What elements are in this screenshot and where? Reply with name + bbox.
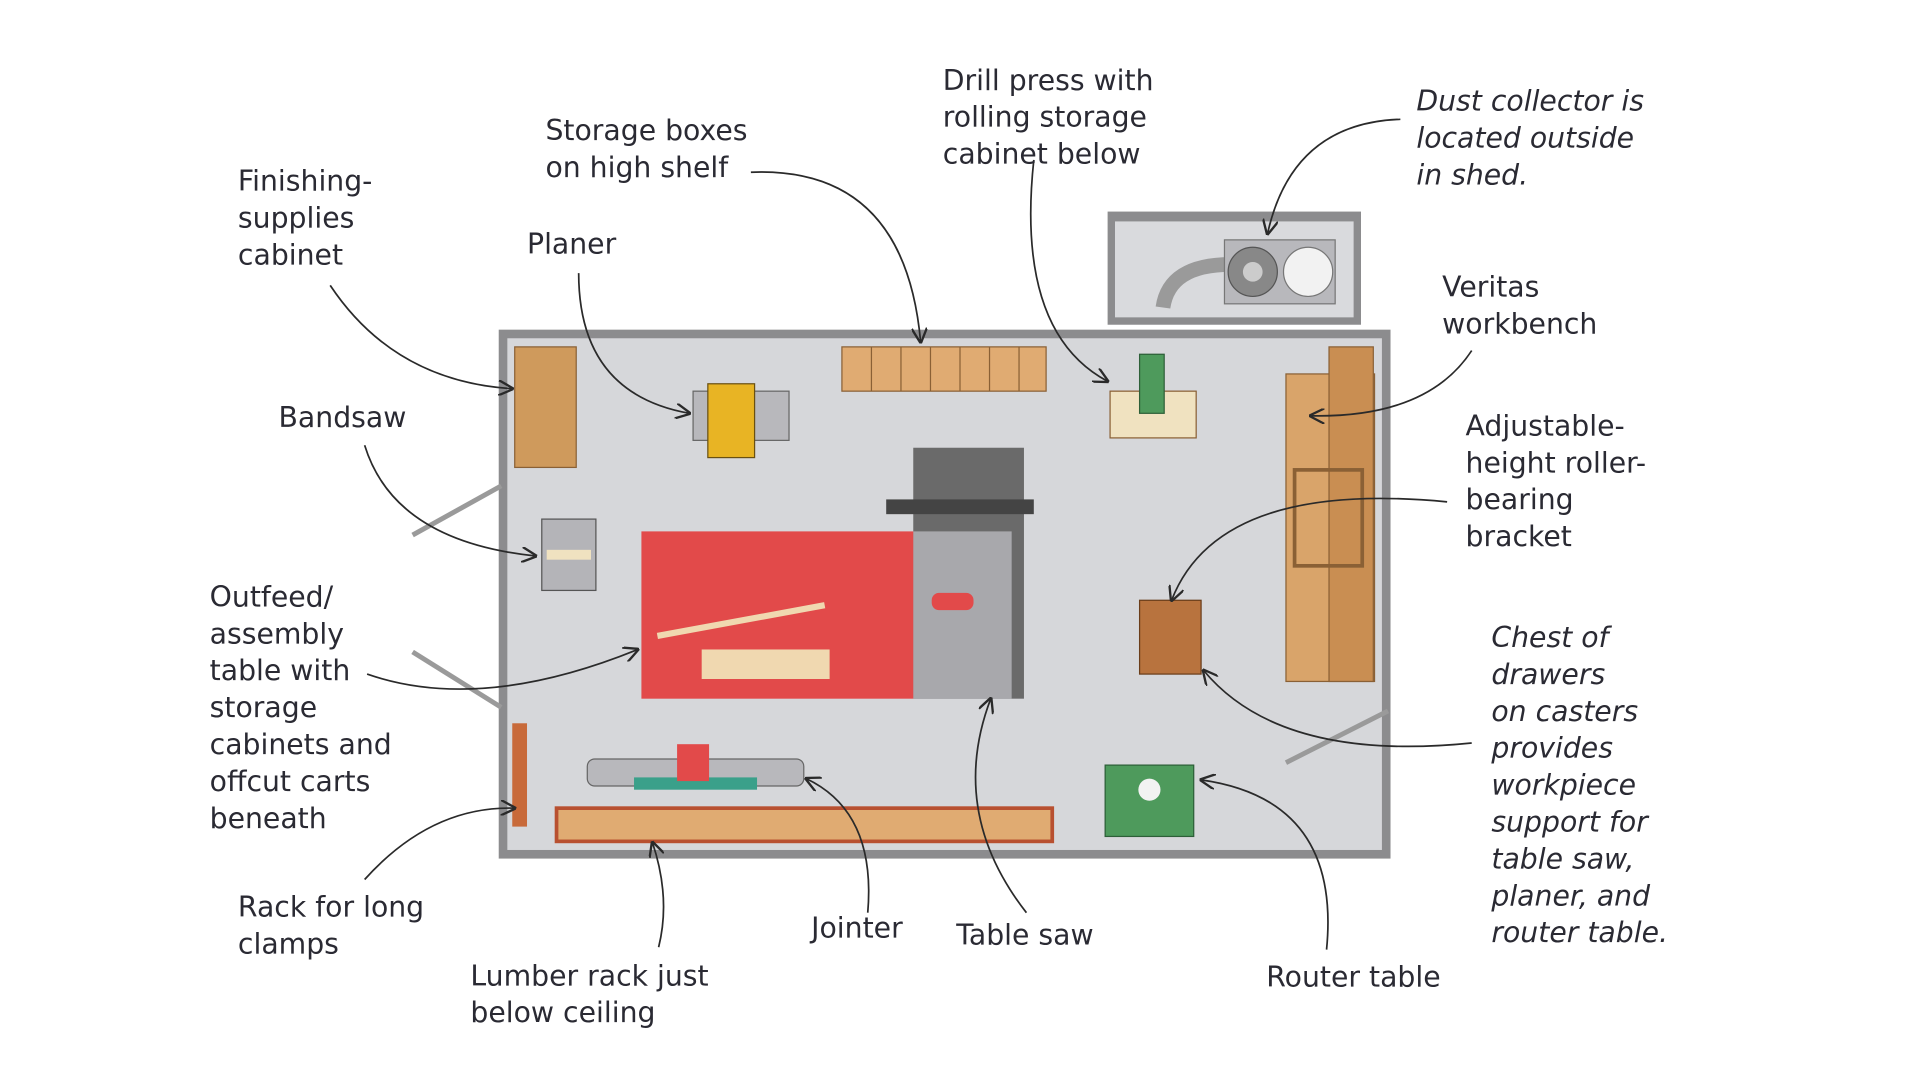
label-workbench: Veritas workbench: [1442, 270, 1597, 340]
outfeed-assembly-table: [641, 531, 914, 699]
lumber-rack: [554, 806, 1055, 844]
label-roller-bracket: Adjustable- height roller- bearing brack…: [1466, 409, 1656, 553]
storage-boxes: [841, 346, 1047, 392]
drill-press: [1109, 353, 1197, 439]
veritas-workbench: [1285, 346, 1376, 683]
finishing-supplies-cabinet: [514, 346, 577, 469]
door-right: [1284, 708, 1390, 765]
leader-arrows: [329, 118, 1473, 950]
label-router-table: Router table: [1266, 961, 1440, 994]
label-jointer: Jointer: [809, 911, 903, 944]
label-clamp-rack: Rack for long clamps: [238, 890, 433, 960]
label-dust-collector: Dust collector is located outside in she…: [1416, 85, 1653, 192]
router-table: [1104, 764, 1195, 838]
door-left-lower: [411, 649, 503, 710]
chest-of-drawers: [1138, 599, 1202, 675]
planer: [692, 383, 790, 459]
label-storage-boxes: Storage boxes on high shelf: [545, 114, 756, 184]
jointer: [586, 744, 805, 790]
label-lumber-rack: Lumber rack just below ceiling: [470, 959, 717, 1029]
label-drill-press: Drill press with rolling storage cabinet…: [943, 64, 1163, 171]
label-table-saw: Table saw: [955, 919, 1093, 952]
table-saw: [886, 447, 1034, 699]
shed: [1107, 211, 1362, 325]
bandsaw: [541, 518, 597, 592]
label-planer: Planer: [527, 227, 617, 260]
clamp-rack: [512, 723, 528, 827]
door-left-upper: [411, 483, 503, 538]
label-outfeed-table: Outfeed/ assembly table with storage cab…: [210, 580, 401, 834]
label-chest-of-drawers: Chest of drawers on casters provides wor…: [1490, 621, 1668, 949]
roller-bearing-bracket: [1292, 468, 1365, 568]
dust-collector: [1155, 239, 1336, 310]
label-bandsaw: Bandsaw: [279, 401, 407, 434]
label-finishing-cabinet: Finishing- supplies cabinet: [238, 165, 381, 272]
